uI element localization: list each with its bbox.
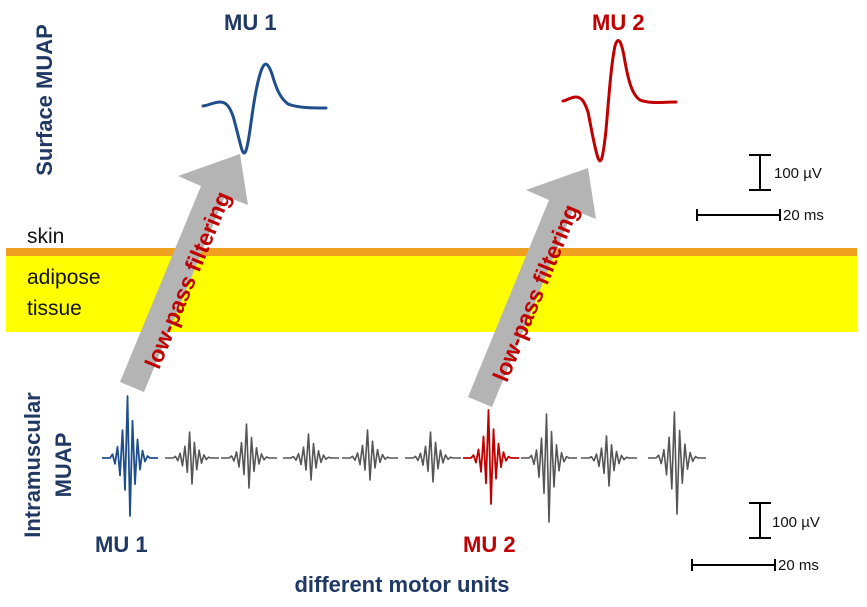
arrow-shape-2 xyxy=(468,168,596,407)
intramuscular-time-scale-label: 20 ms xyxy=(778,557,819,574)
intramuscular-axis-label-line2: MUAP xyxy=(51,433,76,498)
intramuscular-waveform-mu1 xyxy=(102,395,158,517)
bottom-caption: different motor units xyxy=(294,572,509,597)
intramuscular-waveform-u2 xyxy=(165,431,219,485)
surface-time-scale-label: 20 ms xyxy=(783,207,824,224)
mu2-top-label: MU 2 xyxy=(592,10,645,35)
intramuscular-waveform-u9 xyxy=(581,435,637,487)
mu1-bottom-label: MU 1 xyxy=(95,532,148,557)
mu1-top-label: MU 1 xyxy=(224,10,277,35)
adipose-label: adipose xyxy=(27,266,101,289)
intramuscular-waveform-u5 xyxy=(342,429,398,481)
arrow-shape-1 xyxy=(120,154,248,392)
tissue-label: tissue xyxy=(27,297,82,320)
intramuscular-waveform-u3 xyxy=(221,423,277,489)
mu2-bottom-label: MU 2 xyxy=(463,532,516,557)
skin-label: skin xyxy=(27,225,64,248)
surface-muap-axis-label: Surface MUAP xyxy=(32,24,57,176)
intramuscular-scale-bar xyxy=(691,502,776,571)
intramuscular-waveform-mu2 xyxy=(463,409,519,505)
skin-layer xyxy=(6,248,857,256)
surface-scale-bar xyxy=(696,154,781,221)
intramuscular-amplitude-scale-label: 100 µV xyxy=(772,514,820,531)
intramuscular-axis-label-line1: Intramuscular xyxy=(20,392,45,538)
intramuscular-waveform-u10 xyxy=(648,411,706,515)
surface-amplitude-scale-label: 100 µV xyxy=(774,165,822,182)
adipose-layer xyxy=(6,256,857,332)
intramuscular-units xyxy=(102,395,706,523)
surface-muap-mu2-waveform xyxy=(561,39,678,163)
intramuscular-waveform-u4 xyxy=(283,433,339,481)
surface-muap-mu1-waveform xyxy=(201,62,328,155)
intramuscular-waveform-u6 xyxy=(405,431,461,483)
intramuscular-waveform-u8 xyxy=(521,413,577,523)
